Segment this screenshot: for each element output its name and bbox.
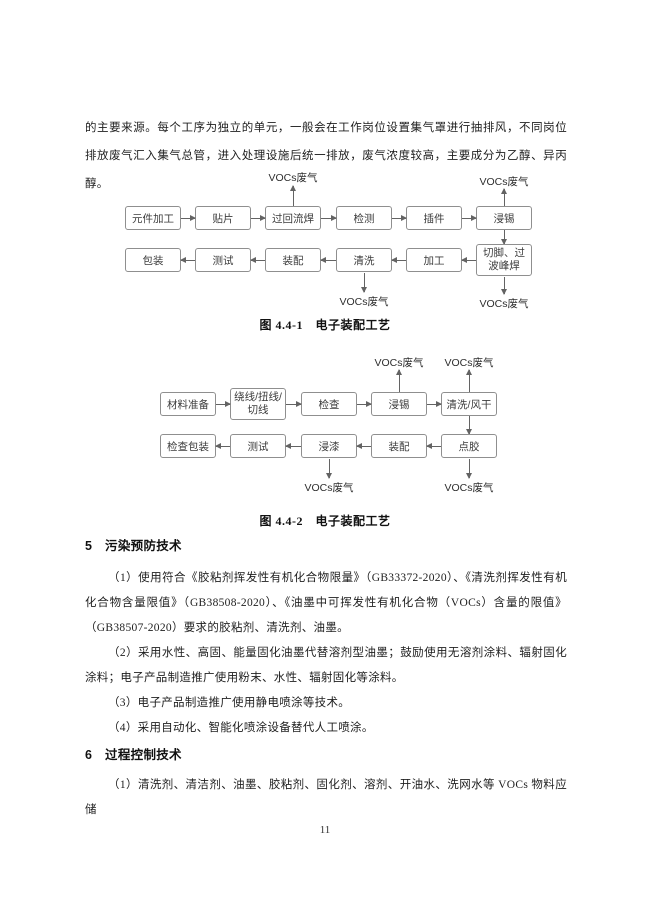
- flow-step-box: 检查包装: [160, 434, 216, 458]
- flow-step-box: 点胶: [441, 434, 497, 458]
- arrow-right-icon: [462, 215, 477, 221]
- arrow-right-icon: [321, 215, 337, 221]
- body-text-column: 5 污染预防技术 （1）使用符合《胶粘剂挥发性有机化合物限量》（GB33372-…: [85, 538, 567, 823]
- section5-item2: （2）采用水性、高固、能量固化油墨代替溶剂型油墨；鼓励使用无溶剂涂料、辐射固化涂…: [85, 647, 567, 684]
- vocs-exhaust-label: VOCs废气: [339, 296, 389, 308]
- section5-item1: （1）使用符合《胶粘剂挥发性有机化合物限量》（GB33372-2020）、《清洗…: [85, 572, 567, 634]
- section6-item1: （1）清洗剂、清洁剂、油墨、胶粘剂、固化剂、溶剂、开油水、洗网水等 VOCs 物…: [85, 779, 567, 816]
- flow-step-box: 清洗: [336, 248, 392, 272]
- flow-step-box: 过回流焊: [265, 206, 321, 230]
- vocs-exhaust-label: VOCs废气: [374, 357, 424, 369]
- flow-step-box: 加工: [406, 248, 462, 272]
- arrow-down-icon: [326, 459, 332, 479]
- section5-item3: （3）电子产品制造推广使用静电喷涂等技术。: [108, 697, 351, 709]
- vocs-exhaust-label: VOCs废气: [444, 357, 494, 369]
- flow-step-box: 包装: [125, 248, 181, 272]
- arrow-right-icon: [286, 401, 302, 407]
- arrow-up-icon: [501, 188, 507, 206]
- arrow-right-icon: [181, 215, 196, 221]
- flow-step-box: 切脚、过波峰焊: [476, 244, 532, 276]
- flow-step-box: 材料准备: [160, 392, 216, 416]
- flow-step-box: 元件加工: [125, 206, 181, 230]
- flow-step-box: 绕线/扭线/切线: [230, 388, 286, 420]
- arrow-left-icon: [320, 257, 336, 263]
- arrow-up-icon: [290, 185, 296, 206]
- intro-paragraph: 的主要来源。每个工序为独立的单元，一般会在工作岗位设置集气罩进行抽排风，不同岗位…: [85, 122, 567, 190]
- vocs-exhaust-label: VOCs废气: [479, 176, 529, 188]
- flow-step-box: 检查: [301, 392, 357, 416]
- vocs-exhaust-label: VOCs废气: [304, 482, 354, 494]
- arrow-left-icon: [215, 443, 230, 449]
- vocs-exhaust-label: VOCs废气: [444, 482, 494, 494]
- page-number: 11: [319, 824, 331, 836]
- arrow-up-icon: [466, 369, 472, 392]
- flow-step-box: 浸漆: [301, 434, 357, 458]
- section5-item4: （4）采用自动化、智能化喷涂设备替代人工喷涂。: [108, 722, 374, 734]
- arrow-down-icon: [501, 277, 507, 295]
- flow-step-box: 插件: [406, 206, 462, 230]
- arrow-right-icon: [357, 401, 372, 407]
- section6-heading: 6 过程控制技术: [85, 748, 182, 762]
- arrow-left-icon: [180, 257, 195, 263]
- arrow-right-icon: [392, 215, 407, 221]
- flow-step-box: 清洗/风干: [441, 392, 497, 416]
- arrow-up-icon: [396, 369, 402, 392]
- arrow-down-icon: [501, 230, 507, 245]
- vocs-exhaust-label: VOCs废气: [268, 172, 318, 184]
- arrow-right-icon: [251, 215, 266, 221]
- figure1-caption: 图 4.4-1 电子装配工艺: [259, 318, 391, 332]
- arrow-down-icon: [361, 273, 367, 293]
- arrow-left-icon: [250, 257, 265, 263]
- flow-step-box: 测试: [230, 434, 286, 458]
- arrow-down-icon: [466, 416, 472, 435]
- arrow-left-icon: [426, 443, 441, 449]
- arrow-down-icon: [466, 459, 472, 479]
- flow-step-box: 测试: [195, 248, 251, 272]
- arrow-left-icon: [461, 257, 476, 263]
- arrow-right-icon: [216, 401, 231, 407]
- flow-step-box: 装配: [265, 248, 321, 272]
- figure2-caption: 图 4.4-2 电子装配工艺: [259, 514, 391, 528]
- vocs-exhaust-label: VOCs废气: [479, 298, 529, 310]
- arrow-left-icon: [391, 257, 406, 263]
- flow-step-box: 贴片: [195, 206, 251, 230]
- flow-step-box: 浸锡: [476, 206, 532, 230]
- flow-step-box: 检测: [336, 206, 392, 230]
- flow-step-box: 装配: [371, 434, 427, 458]
- flow-step-box: 浸锡: [371, 392, 427, 416]
- arrow-right-icon: [427, 401, 442, 407]
- section5-heading: 5 污染预防技术: [85, 539, 182, 553]
- arrow-left-icon: [356, 443, 371, 449]
- arrow-left-icon: [285, 443, 301, 449]
